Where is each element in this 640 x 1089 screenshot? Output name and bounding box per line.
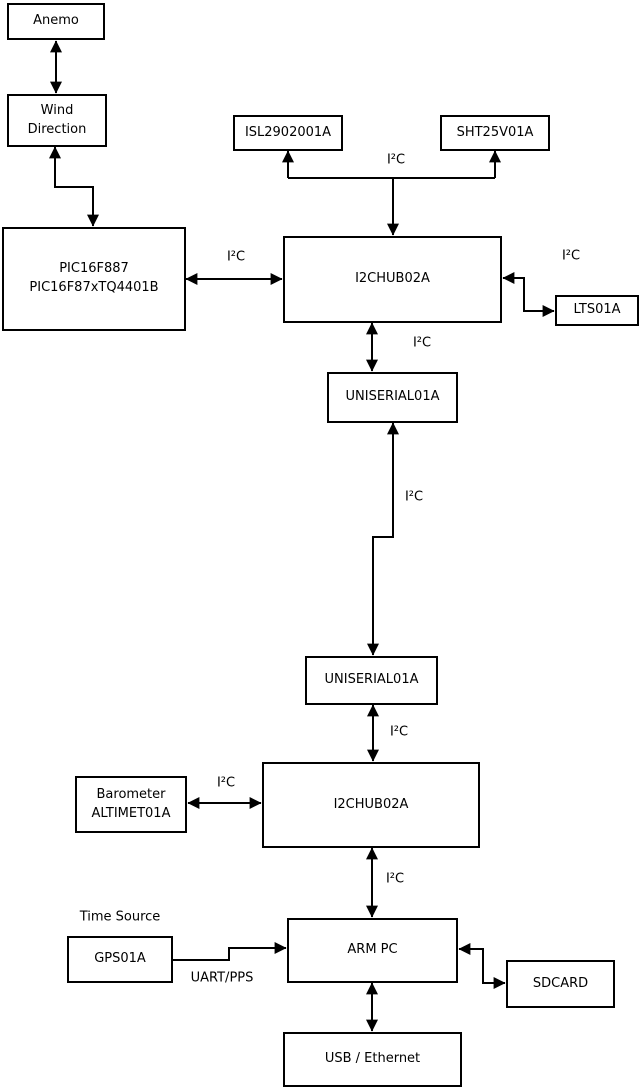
edge-hub1-lts [502,272,555,317]
node-uniserial2-label: UNISERIAL01A [324,672,419,688]
node-isl-label: ISL2902001A [244,124,332,140]
node-pic-line2: PIC16F87xTQ4401B [29,280,159,295]
node-hub1-label: I2CHUB02A [355,271,430,287]
node-lts-label: LTS01A [573,302,621,318]
edge-label-i2c-sensor-bus: I²C [386,152,406,168]
node-anemo: Anemo [7,3,105,40]
edge-label-i2c-barometer-hub2: I²C [216,775,236,791]
node-sht-label: SHT25V01A [456,124,534,140]
edge-label-i2c-pic-hub1: I²C [226,249,246,265]
node-isl: ISL2902001A [233,115,343,151]
node-hub1: I2CHUB02A [283,236,502,323]
node-anemo-label: Anemo [33,13,79,29]
node-uniserial2: UNISERIAL01A [305,656,438,705]
edge-armpc-sdcard [458,943,506,989]
node-barometer-line2: ALTIMET01A [91,805,171,821]
edge-label-i2c-hub1-uniserial1: I²C [412,335,432,351]
node-wind-direction: Wind Direction [7,94,107,147]
node-arm-pc-label: ARM PC [347,942,398,958]
node-barometer-line1: Barometer [96,786,166,802]
node-hub2-label: I2CHUB02A [333,796,409,812]
edge-label-i2c-uniserial2-hub2: I²C [389,724,409,740]
node-gps-label: GPS01A [94,951,146,967]
edge-label-uart-pps: UART/PPS [190,970,254,986]
label-time-source: Time Source [79,909,161,925]
node-pic: PIC16F887 PIC16F87xTQ4401B [2,227,186,331]
node-arm-pc: ARM PC [287,918,458,983]
node-uniserial1-label: UNISERIAL01A [345,389,440,405]
node-usb-ethernet-label: USB / Ethernet [324,1051,421,1067]
edge-uniserial1-uniserial2 [367,422,399,656]
node-uniserial1: UNISERIAL01A [327,372,458,423]
node-barometer: Barometer ALTIMET01A [75,776,187,833]
node-sdcard: SDCARD [506,960,615,1008]
node-wind-direction-line1: Wind [40,102,74,118]
node-lts: LTS01A [555,295,639,326]
node-wind-direction-line2: Direction [27,121,87,137]
node-gps: GPS01A [67,936,173,983]
edge-wind-pic [49,146,99,227]
edge-label-i2c-uniserial-link: I²C [404,489,424,505]
node-usb-ethernet: USB / Ethernet [283,1032,462,1087]
edge-label-i2c-hub2-armpc: I²C [385,871,405,887]
edge-label-i2c-hub1-lts: I²C [561,248,581,264]
node-sht: SHT25V01A [440,115,550,151]
node-pic-line1: PIC16F887 [59,261,129,277]
node-sdcard-label: SDCARD [532,975,589,991]
edge-gps-armpc [173,942,287,961]
node-hub2: I2CHUB02A [262,762,480,848]
